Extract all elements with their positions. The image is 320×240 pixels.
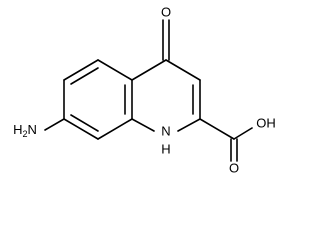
bond-c4a-c5 xyxy=(97,59,133,81)
benzo-ring xyxy=(63,59,133,140)
bond-c2-n1 xyxy=(177,118,201,132)
carbonyl-oxygen-label: O xyxy=(229,160,239,175)
hydroxyl-label: OH xyxy=(256,115,276,130)
bond-c7-c8 xyxy=(63,118,99,140)
bond-ccooh-oh xyxy=(233,127,253,140)
bond-c5-c6-double xyxy=(70,67,99,85)
amino-subscript: 2 xyxy=(22,129,27,139)
bond-c7-nh2 xyxy=(44,118,65,131)
oxo-oxygen-label: O xyxy=(161,4,171,19)
amino-label: H2N xyxy=(13,122,37,139)
ring-nitrogen-hydrogen-label: H xyxy=(161,141,170,156)
bond-c5-c6 xyxy=(63,59,99,81)
bond-n1-c8a xyxy=(131,118,155,132)
bond-c8-c8a xyxy=(97,118,133,140)
pyridone-ring xyxy=(131,59,201,132)
amino-n: N xyxy=(28,122,37,137)
molecule-canvas: O H2N N H OH O xyxy=(13,4,276,175)
oxo-group xyxy=(162,19,170,61)
ring-nitrogen-label: N xyxy=(161,123,170,138)
bond-c2-ccooh xyxy=(199,118,235,140)
bond-c4-c3 xyxy=(165,59,201,81)
carboxylic-acid-group xyxy=(199,118,253,162)
bond-c7-c8-double xyxy=(70,114,99,132)
amino-h: H xyxy=(13,122,22,137)
bond-c4a-c4 xyxy=(131,59,167,81)
structure-diagram: O H2N N H OH O xyxy=(13,4,276,175)
